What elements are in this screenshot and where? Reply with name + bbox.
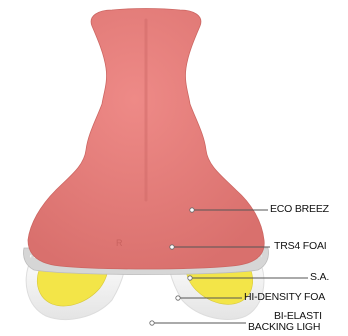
leader-dot-sa xyxy=(188,276,192,280)
label-trs4-foam: TRS4 FOAI xyxy=(274,241,326,252)
label-backing-light: BACKING LIGH xyxy=(248,322,320,333)
leader-dot-eco-breeze xyxy=(190,208,194,212)
label-hi-density-foam: HI-DENSITY FOA xyxy=(244,292,325,303)
leader-dot-hi-density xyxy=(176,296,180,300)
label-bi-elastic: BI-ELASTI xyxy=(274,311,322,322)
label-eco-breeze: ECO BREEZ xyxy=(270,204,329,215)
leader-dot-bi-elastic xyxy=(150,321,154,325)
label-sa: S.A. xyxy=(310,272,329,283)
leader-dot-trs4-foam xyxy=(170,245,174,249)
embossed-logo: R xyxy=(116,238,123,248)
